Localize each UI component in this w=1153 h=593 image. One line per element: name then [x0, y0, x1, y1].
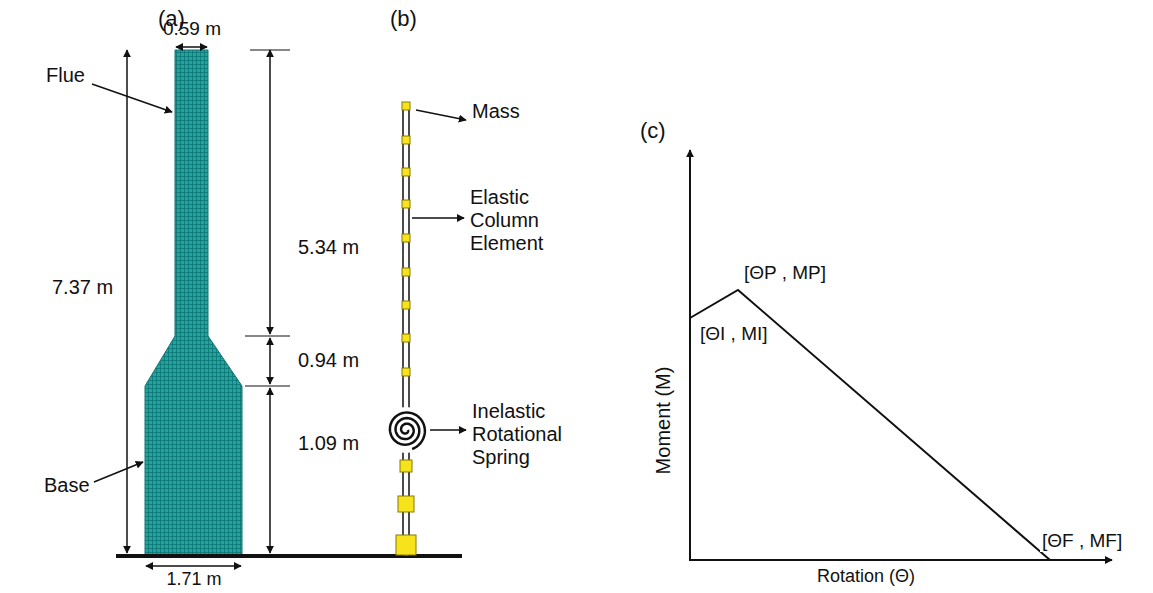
point-label: [ΘP , MP] — [742, 262, 828, 284]
leader-arrow — [416, 110, 466, 120]
dimension-arrow — [269, 388, 271, 553]
rotational-spring — [383, 407, 429, 453]
dimension-arrow — [269, 50, 271, 334]
dimension-arrow — [176, 46, 207, 48]
mass-block — [402, 168, 410, 176]
mass-block — [398, 496, 414, 512]
dimension-label: 1.09 m — [298, 432, 359, 455]
dimension-label: 5.34 m — [298, 236, 359, 259]
leader-arrow — [94, 462, 143, 482]
y-axis — [689, 150, 691, 561]
leader-arrow — [412, 217, 464, 219]
dimension-label: 0.59 m — [163, 18, 221, 40]
spiral-spring — [390, 413, 425, 450]
axis-label: Moment (M) — [652, 366, 675, 474]
extension-line — [250, 50, 290, 51]
panel-label: (c) — [640, 118, 666, 143]
chimney-mesh — [145, 50, 242, 556]
point-label: [ΘI , MI] — [698, 323, 770, 345]
part-label: Elastic Column Element — [470, 186, 565, 255]
panel-label: (b) — [390, 6, 417, 31]
point-label: [ΘF , MF] — [1040, 530, 1124, 552]
mass-block — [402, 334, 410, 342]
mass-block — [400, 460, 412, 472]
axis-label: Rotation (Θ) — [817, 566, 915, 587]
mass-block — [402, 301, 410, 309]
mass-block — [402, 102, 410, 110]
lumped-masses — [396, 102, 416, 555]
extension-line — [245, 386, 290, 387]
extension-line — [245, 336, 290, 337]
part-label: Flue — [46, 64, 85, 87]
dimension-arrow — [269, 338, 271, 384]
mass-block — [402, 136, 410, 144]
leader-arrow — [92, 84, 172, 112]
part-label: Inelastic Rotational Spring — [472, 400, 577, 469]
elastic-column — [403, 104, 409, 556]
leader-arrow — [430, 429, 466, 431]
spring-ground — [383, 407, 429, 453]
part-label: Mass — [472, 100, 520, 123]
dimension-label: 0.94 m — [298, 349, 359, 372]
dimension-arrow — [126, 50, 128, 553]
mass-block — [396, 535, 416, 555]
dimension-label: 7.37 m — [52, 276, 113, 299]
mass-block — [402, 200, 410, 208]
mass-block — [402, 268, 410, 276]
mass-block — [402, 368, 410, 376]
dimension-arrow — [146, 565, 241, 567]
part-label: Base — [44, 474, 90, 497]
mass-block — [402, 234, 410, 242]
dimension-label: 1.71 m — [166, 569, 221, 590]
backbone-curve — [690, 290, 1050, 560]
